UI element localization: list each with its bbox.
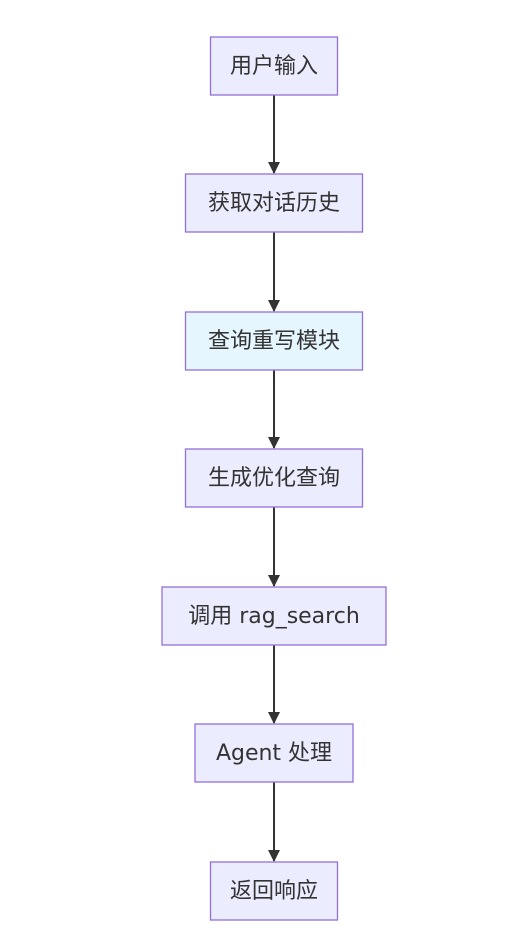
flow-node-box (161, 586, 387, 646)
flow-node-4: 生成优化查询 (184, 448, 364, 508)
flow-node-box (184, 448, 364, 508)
flow-node-6: Agent 处理 (194, 723, 354, 783)
flow-node-box (209, 36, 339, 96)
flow-node-label: 获取对话历史 (208, 191, 340, 216)
flow-node-7: 返回响应 (209, 861, 339, 921)
flow-node-label: 生成优化查询 (208, 466, 340, 491)
flow-node-label: 返回响应 (230, 879, 318, 904)
flow-node-box (184, 173, 364, 233)
flow-node-label: Agent 处理 (216, 741, 332, 766)
flow-node-box (209, 861, 339, 921)
flow-node-label: 调用 rag_search (188, 604, 360, 629)
flow-node-5: 调用 rag_search (161, 586, 387, 646)
flow-node-box (184, 311, 364, 371)
flow-node-label: 查询重写模块 (208, 329, 340, 354)
flow-node-label: 用户输入 (230, 54, 318, 79)
flow-node-box (194, 723, 354, 783)
flow-node-2: 获取对话历史 (184, 173, 364, 233)
flow-node-3: 查询重写模块 (184, 311, 364, 371)
flow-node-1: 用户输入 (209, 36, 339, 96)
